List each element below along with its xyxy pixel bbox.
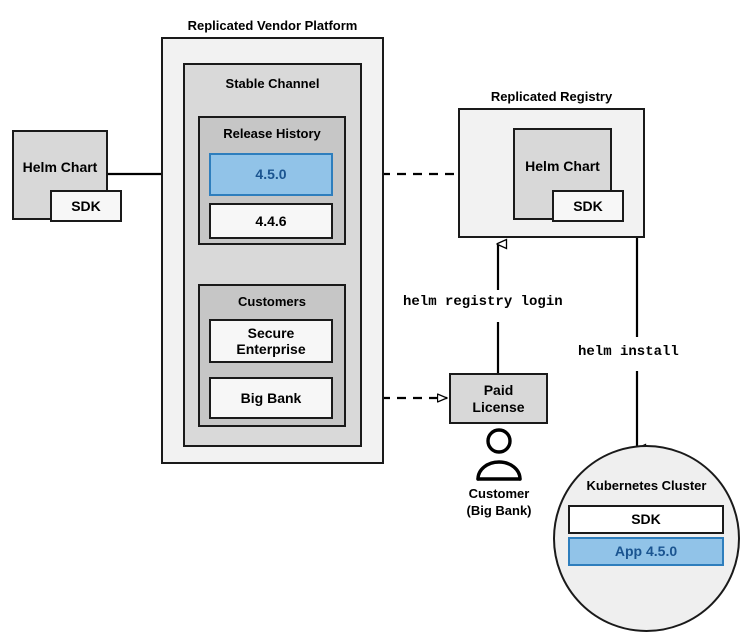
customer-secure-enterprise[interactable]: Secure Enterprise (209, 319, 333, 363)
customer-person-caption: Customer (Big Bank) (423, 486, 575, 520)
secure-enterprise-line1: Secure (247, 324, 295, 341)
helm-chart-source-label: Helm Chart (22, 158, 98, 175)
paid-license-line2: License (472, 398, 525, 415)
customer-big-bank[interactable]: Big Bank (209, 377, 333, 419)
kubernetes-cluster-label: Kubernetes Cluster (586, 478, 707, 493)
cluster-app-4-5-0[interactable]: App 4.5.0 (568, 537, 724, 566)
release-4-5-0[interactable]: 4.5.0 (209, 153, 333, 196)
paid-license-line1: Paid (483, 382, 514, 399)
cluster-sdk[interactable]: SDK (568, 505, 724, 534)
customer-person-line1: Customer (468, 486, 530, 501)
helm-chart-source-sdk[interactable]: SDK (50, 190, 122, 222)
customer-person-icon (476, 428, 522, 481)
stable-channel-label: Stable Channel (225, 76, 320, 91)
registry-helm-chart-label: Helm Chart (525, 157, 600, 174)
release-4-4-6[interactable]: 4.4.6 (209, 203, 333, 239)
vendor-platform-title: Replicated Vendor Platform (187, 18, 358, 33)
edge-label-helm-install: helm install (578, 344, 679, 360)
customer-person-line2: (Big Bank) (466, 502, 532, 518)
edge-label-helm-registry-login: helm registry login (403, 294, 563, 310)
registry-helm-chart-sdk[interactable]: SDK (552, 190, 624, 222)
paid-license[interactable]: Paid License (449, 373, 548, 424)
release-history-label: Release History (223, 126, 321, 141)
registry-title: Replicated Registry (490, 89, 613, 104)
secure-enterprise-line2: Enterprise (236, 341, 306, 357)
customers-label: Customers (238, 294, 306, 309)
